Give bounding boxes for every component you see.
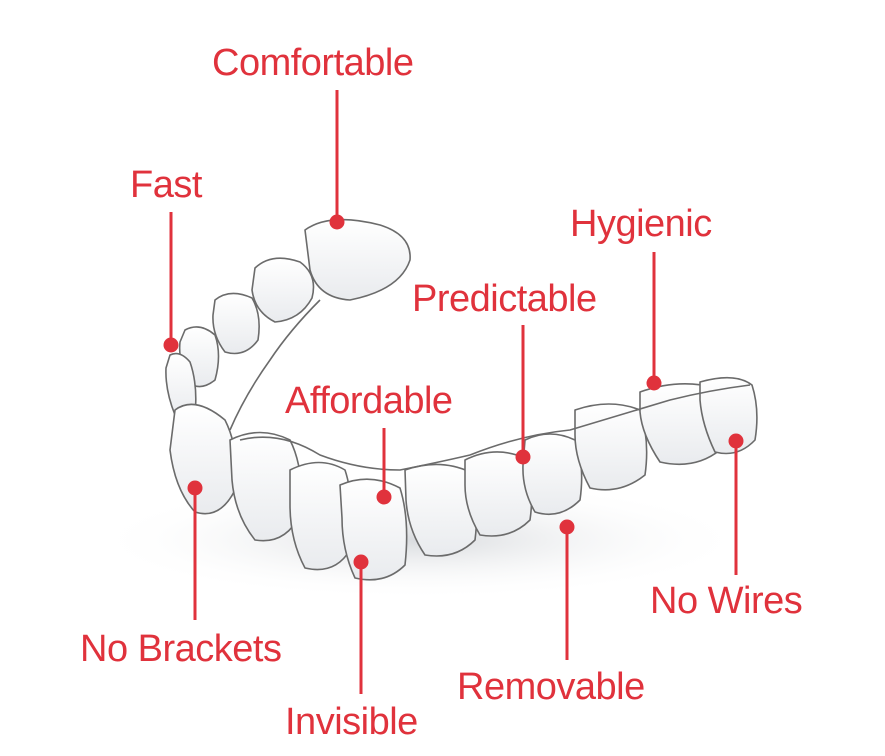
molar-back-2 (251, 257, 315, 323)
callout-dot-invisible (353, 554, 369, 570)
label-predictable: Predictable (412, 278, 597, 320)
callout-dot-predictable (515, 449, 531, 465)
lateral-incisor-right (404, 463, 478, 557)
label-no-brackets: No Brackets (80, 628, 282, 670)
callout-dot-no_wires (728, 433, 744, 449)
callout-dot-removable (559, 519, 575, 535)
callout-dot-fast (163, 337, 179, 353)
callout-dot-hygienic (646, 375, 662, 391)
premolar-right-2 (574, 403, 648, 491)
molar-back-3 (212, 292, 260, 355)
canine-right (464, 451, 533, 537)
label-invisible: Invisible (285, 701, 418, 743)
label-removable: Removable (457, 666, 645, 708)
callout-dot-affordable (376, 489, 392, 505)
label-fast: Fast (130, 164, 202, 206)
label-affordable: Affordable (285, 380, 453, 422)
aligner-outline (165, 218, 758, 581)
premolar-right-1 (522, 433, 583, 516)
inner-arch-left (229, 299, 321, 431)
occlusal-ridge-left (239, 436, 471, 471)
occlusal-ridge-right (469, 384, 751, 456)
callout-dot-no_brackets (187, 480, 203, 496)
label-hygienic: Hygienic (570, 203, 712, 245)
canine-left (169, 403, 238, 515)
label-comfortable: Comfortable (212, 42, 414, 84)
callout-leaders (163, 90, 744, 694)
central-incisor-right (339, 478, 408, 581)
molar-back-1 (304, 218, 411, 301)
callout-dot-comfortable (329, 214, 345, 230)
label-no-wires: No Wires (650, 580, 803, 622)
molar-right-2 (699, 376, 758, 455)
